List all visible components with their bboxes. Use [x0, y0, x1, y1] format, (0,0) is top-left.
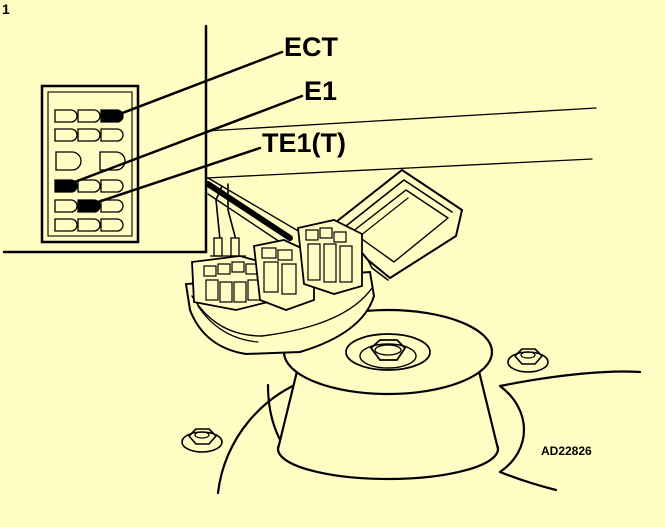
nut-right	[507, 348, 549, 373]
terminal-blocks	[191, 219, 363, 311]
pin-row-2	[54, 128, 124, 142]
ect-label: ECT	[284, 32, 339, 62]
pin-row-6	[54, 218, 124, 232]
e1-label: E1	[304, 76, 337, 106]
connector-lid	[334, 168, 464, 281]
diagnostic-connector-box	[184, 168, 464, 356]
figure-code: AD22826	[541, 444, 592, 458]
e1-leader-line	[62, 94, 304, 188]
leader-lines	[62, 50, 304, 208]
strut-mount	[276, 308, 500, 481]
te1-leader-line	[84, 146, 262, 208]
pin-row-5	[54, 199, 124, 213]
te1-label: TE1(T)	[262, 128, 346, 158]
nut-left	[181, 428, 223, 453]
wire-harness	[205, 177, 301, 247]
ect-leader-line	[110, 50, 284, 119]
figure-number: 1	[2, 1, 10, 17]
frame-lines	[2, 24, 597, 254]
